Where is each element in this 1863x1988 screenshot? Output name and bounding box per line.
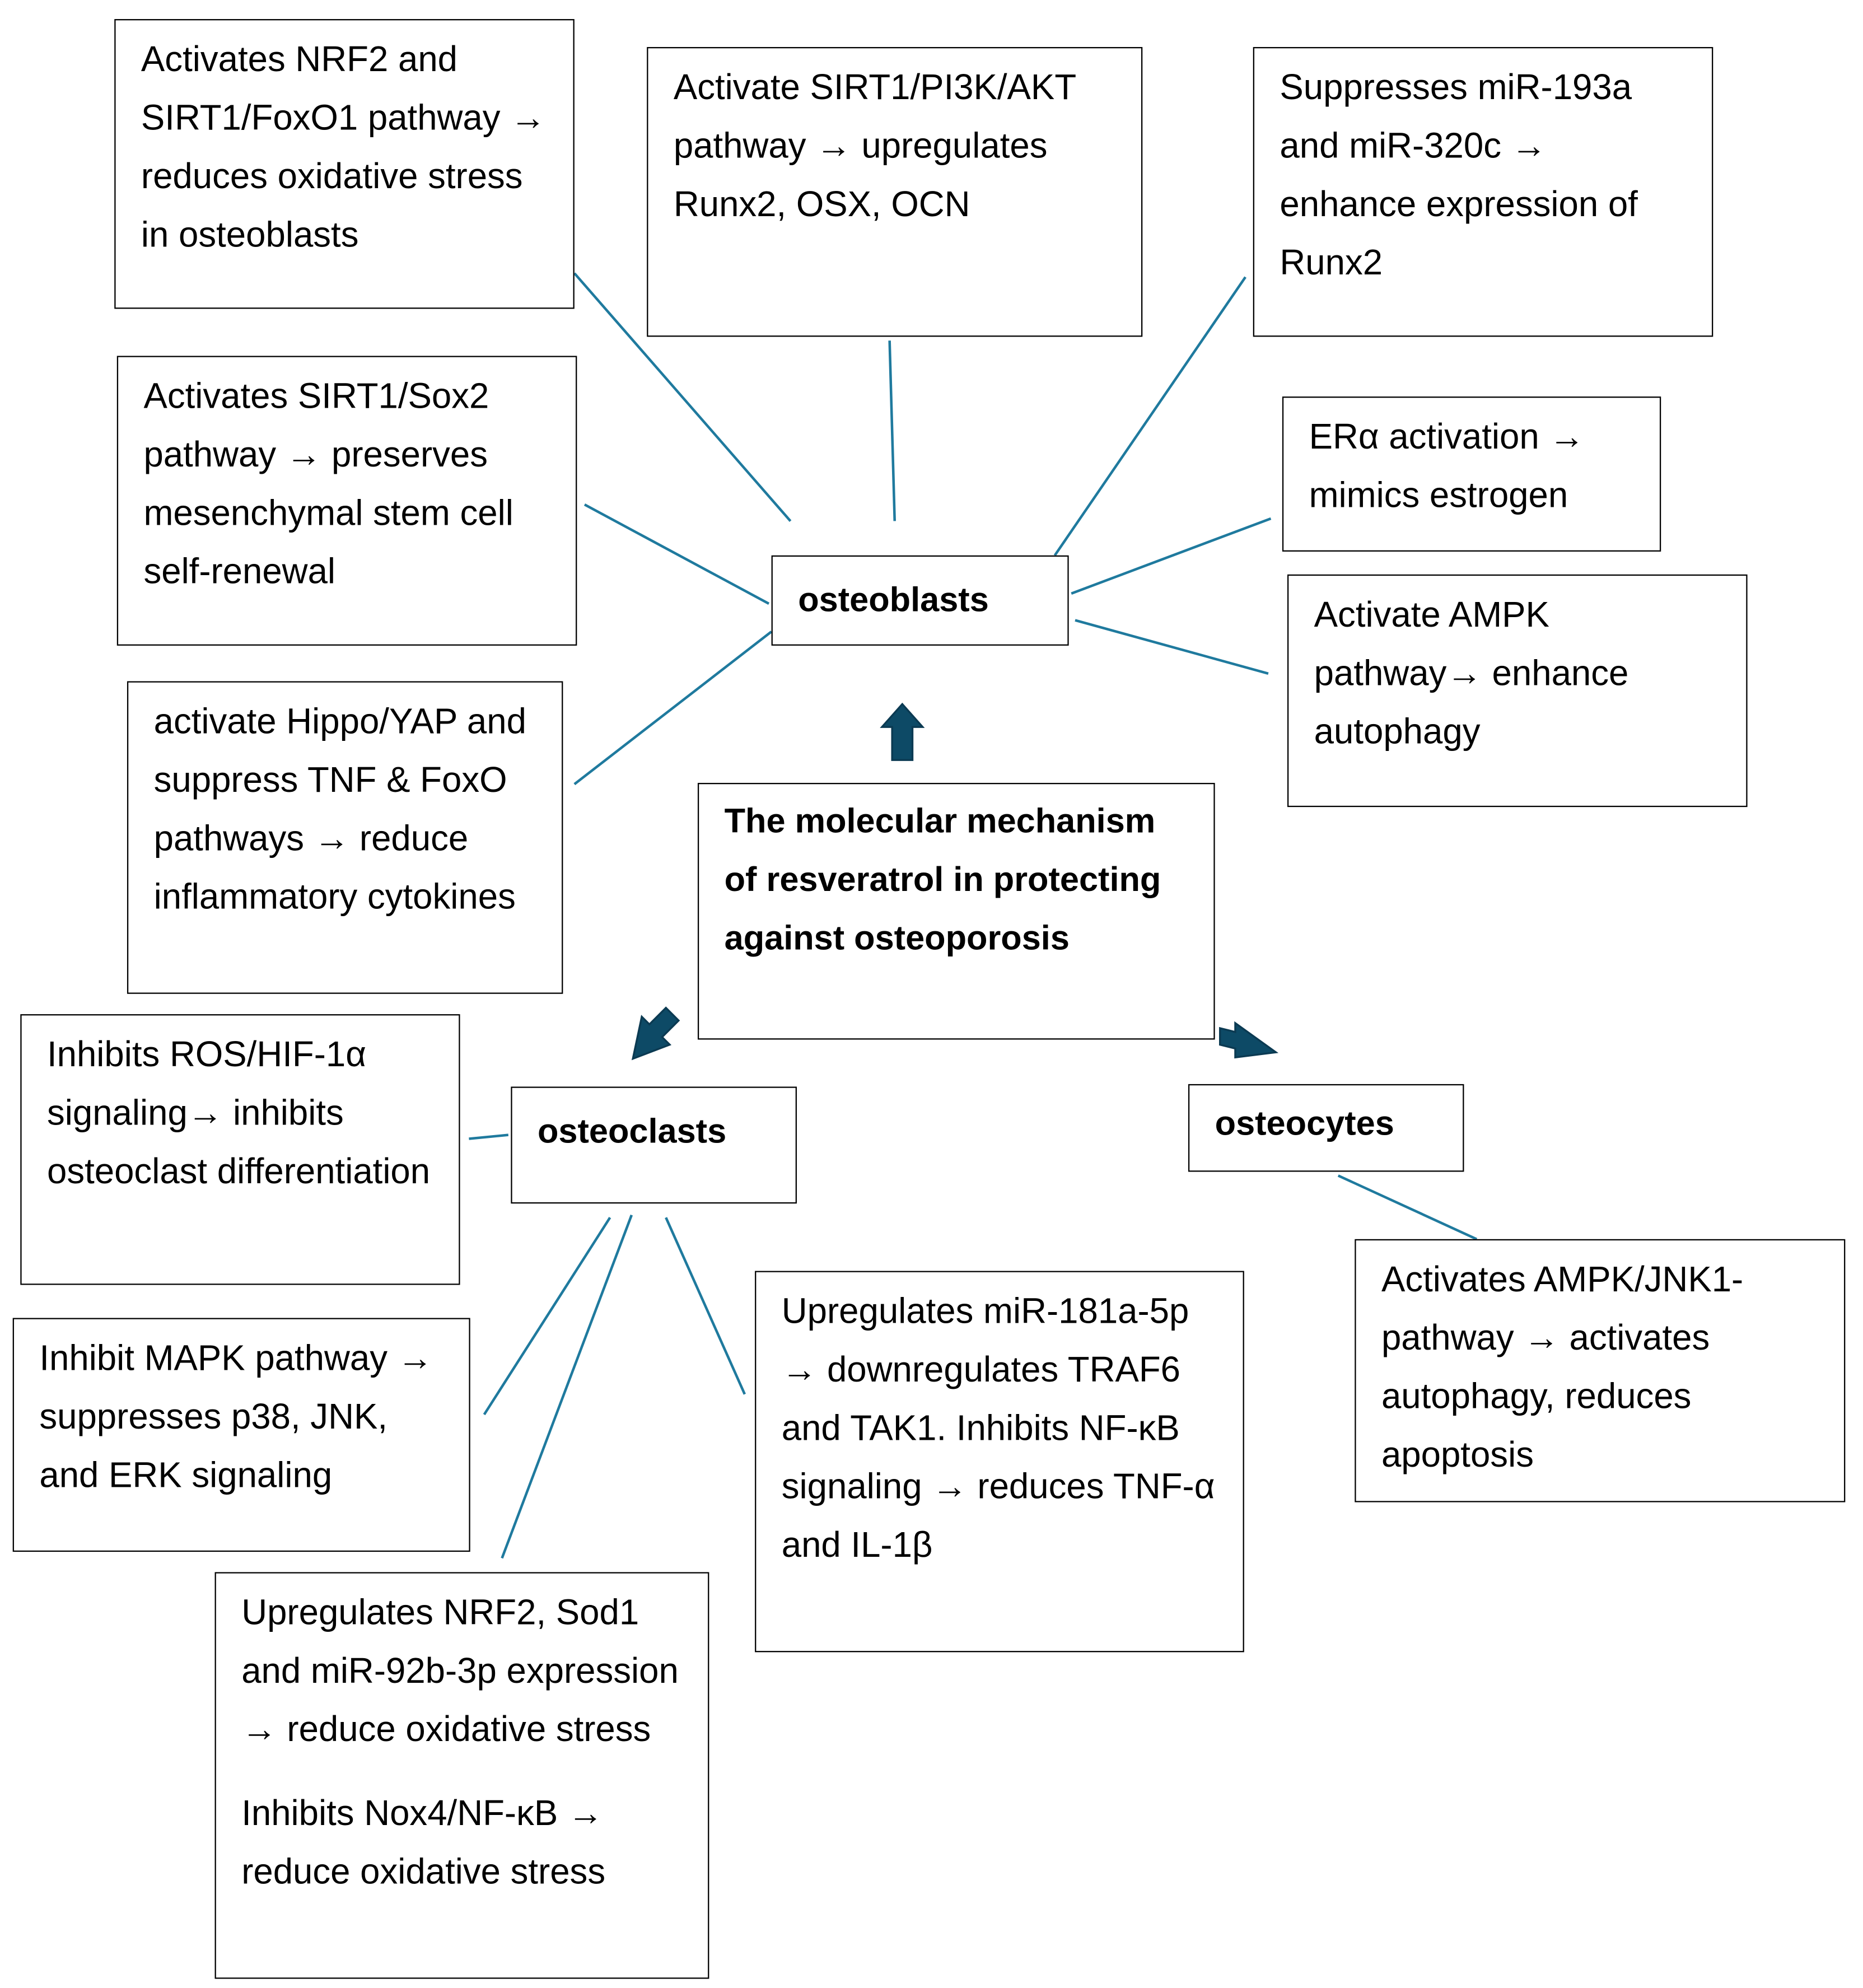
effect-mapk: Inhibit MAPK pathway → suppresses p38, J… — [12, 1318, 470, 1552]
effect-text: Upregulates miR-181a-5p → downregulates … — [781, 1291, 1215, 1565]
connector-mapk-osteoclasts — [483, 1216, 611, 1416]
effect-mir181a: Upregulates miR-181a-5p → downregulates … — [755, 1271, 1244, 1653]
effect-text: Activates SIRT1/Sox2 pathway → preserves… — [143, 376, 513, 591]
effect-text: Activates NRF2 and SIRT1/FoxO1 pathway →… — [141, 39, 546, 254]
center-title-box: The molecular mechanism of resveratrol i… — [697, 783, 1215, 1040]
effect-text-nrf2-sod1: Upregulates NRF2, Sod1 and miR-92b-3p ex… — [241, 1592, 679, 1749]
arrow-down-right-icon — [1219, 1021, 1279, 1059]
hub-osteocytes: osteocytes — [1188, 1084, 1464, 1172]
effect-text: Inhibits ROS/HIF-1α signaling→ inhibits … — [46, 1034, 431, 1191]
effect-text: Activate AMPK pathway→ enhance autophagy — [1314, 595, 1629, 752]
effect-ros-hif1a: Inhibits ROS/HIF-1α signaling→ inhibits … — [20, 1014, 460, 1285]
effect-ampk-jnk1: Activates AMPK/JNK1-pathway → activates … — [1355, 1239, 1846, 1502]
effect-er-alpha: ERα activation → mimics estrogen — [1282, 396, 1661, 552]
connector-mir193a-osteoblasts — [1053, 276, 1246, 557]
effect-ampk-autophagy: Activate AMPK pathway→ enhance autophagy — [1287, 574, 1748, 808]
center-title: The molecular mechanism of resveratrol i… — [724, 802, 1161, 957]
arrow-down-left-icon — [631, 1006, 680, 1061]
effect-sirt1-sox2: Activates SIRT1/Sox2 pathway → preserves… — [116, 356, 577, 646]
hub-label: osteoclasts — [537, 1112, 727, 1150]
connector-hippo-osteoblasts — [573, 631, 772, 786]
effect-text: Suppresses miR-193a and miR-320c → enhan… — [1280, 67, 1638, 282]
effect-text-nox4-nfkb: Inhibits Nox4/NF-κB → reduce oxidative s… — [241, 1793, 606, 1892]
hub-osteoblasts: osteoblasts — [771, 555, 1069, 646]
hub-label: osteoblasts — [798, 581, 989, 619]
hub-osteoclasts: osteoclasts — [511, 1086, 797, 1204]
arrow-up-icon — [880, 702, 925, 761]
connector-pi3k-osteoblasts — [888, 340, 896, 521]
connector-er-alpha-osteoblasts — [1071, 517, 1272, 595]
connector-nrf2-osteoblasts — [573, 272, 792, 522]
effect-text: Activate SIRT1/PI3K/AKT pathway → upregu… — [673, 67, 1076, 224]
effect-text: activate Hippo/YAP and suppress TNF & Fo… — [153, 701, 526, 917]
connector-ampk-osteoblasts — [1075, 619, 1269, 675]
effect-mir193a-mir320c: Suppresses miR-193a and miR-320c → enhan… — [1253, 46, 1713, 337]
effect-text: Inhibit MAPK pathway → suppresses p38, J… — [39, 1338, 433, 1495]
effect-hippo-yap: activate Hippo/YAP and suppress TNF & Fo… — [127, 681, 563, 994]
effect-nrf2-sirt1-foxo1: Activates NRF2 and SIRT1/FoxO1 pathway →… — [114, 19, 575, 309]
effect-sirt1-pi3k-akt: Activate SIRT1/PI3K/AKT pathway → upregu… — [647, 46, 1143, 337]
connector-sox2-osteoblasts — [583, 503, 770, 605]
effect-nrf2-sod1-nox4: Upregulates NRF2, Sod1 and miR-92b-3p ex… — [214, 1572, 709, 1979]
connector-nrf2-sod1-osteoclasts — [501, 1214, 633, 1559]
effect-text: ERα activation → mimics estrogen — [1309, 417, 1585, 515]
effect-text: Activates AMPK/JNK1-pathway → activates … — [1381, 1259, 1744, 1474]
connector-ros-osteoclasts — [469, 1133, 509, 1140]
connector-osteocytes-ampk-jnk1 — [1337, 1174, 1478, 1240]
hub-label: osteocytes — [1215, 1104, 1394, 1143]
connector-mir181a-osteoclasts — [665, 1217, 746, 1395]
